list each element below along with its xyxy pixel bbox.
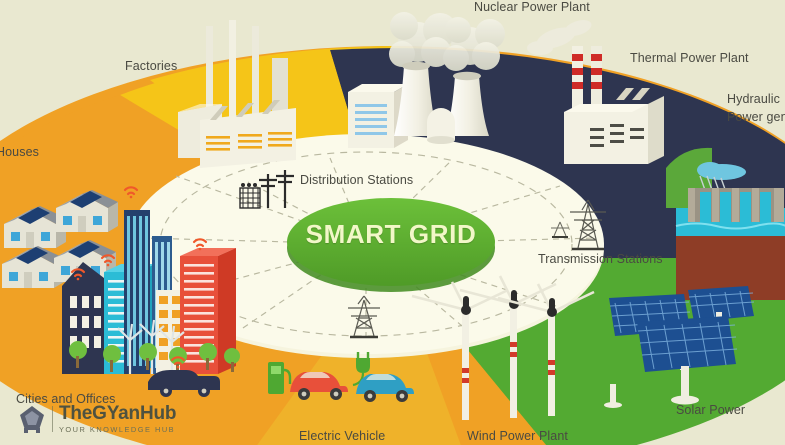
car-icon: [148, 370, 220, 397]
factory-group: [178, 20, 296, 168]
watermark: TheGYanHub YOUR KNOWLEDGE HUB: [18, 404, 176, 434]
transmission-tower-icon: [570, 199, 606, 251]
label-electric-vehicle: Electric Vehicle: [299, 429, 386, 443]
label-thermal-power-plant: Thermal Power Plant: [630, 51, 749, 65]
label-wind-power-plant: Wind Power Plant: [467, 429, 568, 443]
car-icon: [290, 372, 348, 400]
label-hydraulic-line1: Hydraulic: [727, 92, 780, 106]
distribution-icons: [239, 170, 294, 209]
ev-group: [268, 352, 414, 402]
label-distribution-stations: Distribution Stations: [300, 173, 414, 187]
center-node: [287, 198, 495, 292]
city-group: [62, 210, 240, 397]
utility-pole-icon: [276, 170, 294, 208]
wind-turbine-icon: [411, 281, 509, 420]
transformer-icon: [239, 183, 261, 209]
utility-pole-icon: [259, 174, 277, 208]
star-logo-icon: [18, 404, 46, 434]
solar-farm-group: [604, 286, 755, 408]
dam-group: [675, 162, 785, 236]
steam-icon: [389, 12, 505, 71]
center-label: SMART GRID: [305, 219, 477, 249]
label-nuclear-power-plant: Nuclear Power Plant: [474, 0, 590, 14]
charging-station-icon: [268, 362, 292, 394]
water-icon: [700, 192, 771, 228]
tree-icon: [69, 341, 240, 372]
label-solar-power: Solar Power: [676, 403, 746, 417]
wind-turbine-icon: [497, 283, 595, 416]
transmission-tower-icon: [348, 295, 380, 339]
wind-turbine-icon: [117, 319, 185, 374]
wifi-icon: [70, 186, 208, 369]
label-transmission-stations: Transmission Stations: [538, 252, 663, 266]
watermark-title: TheGYanHub: [59, 403, 177, 425]
label-houses: Houses: [0, 145, 39, 159]
nuclear-plant-group: [389, 12, 505, 144]
solar-panel-icon: [637, 316, 738, 405]
transmission-tower-icon: [551, 221, 569, 238]
car-icon: [356, 374, 414, 402]
watermark-divider: [52, 406, 53, 432]
wind-turbine-icon: [459, 275, 557, 418]
label-cities-and-offices: Cities and Offices: [16, 392, 116, 406]
label-factories: Factories: [125, 59, 178, 73]
smokestack-icon: [572, 46, 602, 118]
label-hydraulic-line2: Power gene: [727, 110, 785, 124]
watermark-subtitle: YOUR KNOWLEDGE HUB: [59, 425, 176, 435]
thermal-plant-group: [527, 20, 664, 164]
smoke-icon: [527, 20, 592, 55]
wind-farm-group: [411, 275, 595, 420]
